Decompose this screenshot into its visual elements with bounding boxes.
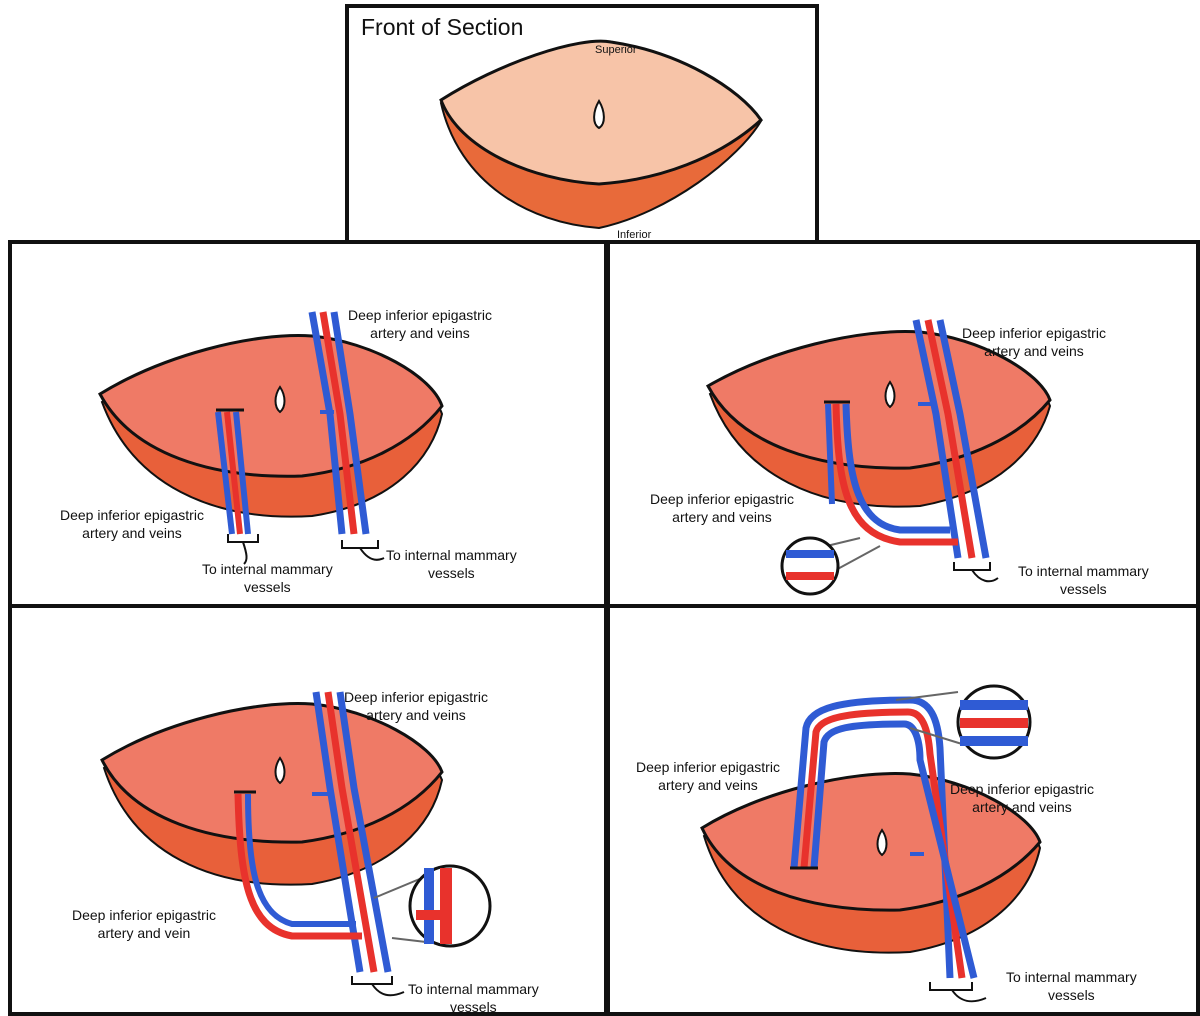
label-line: vessels xyxy=(1006,986,1137,1004)
panel-single-crossover: Deep inferior epigastric artery and vein… xyxy=(8,604,608,1016)
flap-illustration-2 xyxy=(610,244,1196,604)
superior-label: Superior xyxy=(595,41,637,59)
vessels-left-label: Deep inferior epigastric artery and vein… xyxy=(60,506,204,542)
vessels-left-label: Deep inferior epigastric artery and vein xyxy=(72,906,216,942)
umbilicus-icon xyxy=(886,382,895,407)
page-title: Front of Section xyxy=(361,18,523,36)
label-line: To internal mammary xyxy=(386,546,517,564)
magnifier-icon xyxy=(782,538,838,594)
vessels-top-label: Deep inferior epigastric artery and vein… xyxy=(344,688,488,724)
panel-bilateral-pedicles: Deep inferior epigastric artery and vein… xyxy=(8,240,608,608)
label-line: artery and veins xyxy=(950,798,1094,816)
vessels-top-label: Deep inferior epigastric artery and vein… xyxy=(348,306,492,342)
label-line: Deep inferior epigastric xyxy=(348,306,492,324)
label-line: To internal mammary xyxy=(1006,968,1137,986)
label-line: Deep inferior epigastric xyxy=(950,780,1094,798)
label-line: To internal mammary xyxy=(202,560,333,578)
label-line: vessels xyxy=(408,998,539,1016)
label-line: Deep inferior epigastric xyxy=(344,688,488,706)
flap-illustration-3 xyxy=(12,608,604,1012)
label-line: vessels xyxy=(1018,580,1149,598)
panel-arched-pedicle: Deep inferior epigastric artery and vein… xyxy=(606,604,1200,1016)
label-line: Deep inferior epigastric xyxy=(72,906,216,924)
label-line: To internal mammary xyxy=(1018,562,1149,580)
label-line: To internal mammary xyxy=(408,980,539,998)
label-line: artery and vein xyxy=(72,924,216,942)
label-line: artery and veins xyxy=(962,342,1106,360)
label-line: artery and veins xyxy=(650,508,794,526)
panel-crossover-anastomosis: Deep inferior epigastric artery and vein… xyxy=(606,240,1200,608)
vessels-left-label: Deep inferior epigastric artery and vein… xyxy=(636,758,780,794)
target-right-label: To internal mammary vessels xyxy=(386,546,517,582)
vessels-right-label: Deep inferior epigastric artery and vein… xyxy=(950,780,1094,816)
vein-vessel xyxy=(828,404,832,504)
vessels-top-label: Deep inferior epigastric artery and vein… xyxy=(962,324,1106,360)
umbilicus-icon xyxy=(276,387,285,412)
target-label: To internal mammary vessels xyxy=(408,980,539,1016)
flap-illustration-4 xyxy=(610,608,1196,1012)
label-line: artery and veins xyxy=(636,776,780,794)
target-label: To internal mammary vessels xyxy=(1018,562,1149,598)
flap-front-illustration xyxy=(349,8,815,242)
label-line: vessels xyxy=(386,564,517,582)
label-line: Deep inferior epigastric xyxy=(636,758,780,776)
label-line: vessels xyxy=(202,578,333,596)
label-line: artery and veins xyxy=(60,524,204,542)
umbilicus-icon xyxy=(276,758,285,783)
label-line: Deep inferior epigastric xyxy=(962,324,1106,342)
umbilicus-icon xyxy=(878,830,887,855)
vessels-left-label: Deep inferior epigastric artery and vein… xyxy=(650,490,794,526)
target-label: To internal mammary vessels xyxy=(1006,968,1137,1004)
label-line: Deep inferior epigastric xyxy=(650,490,794,508)
label-line: artery and veins xyxy=(344,706,488,724)
front-of-section-panel: Front of Section Superior Inferior xyxy=(345,4,819,246)
label-line: artery and veins xyxy=(348,324,492,342)
label-line: Deep inferior epigastric xyxy=(60,506,204,524)
target-left-label: To internal mammary vessels xyxy=(202,560,333,596)
